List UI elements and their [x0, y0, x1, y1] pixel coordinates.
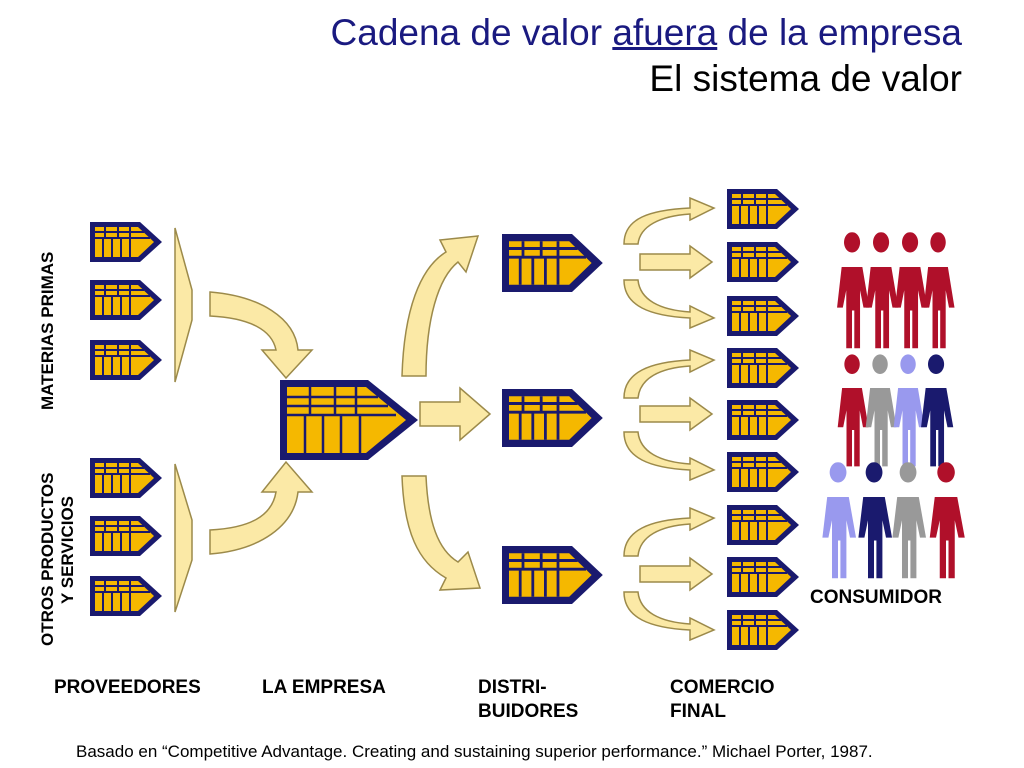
supplier-chain-5 — [89, 515, 163, 557]
label-distribuidores-line2: BUIDORES — [478, 701, 579, 722]
consumer-group-3 — [822, 462, 965, 579]
arrow-company-to-distributor-top — [401, 235, 480, 377]
retail-chain-9 — [726, 609, 800, 651]
retail-chain-7 — [726, 504, 800, 546]
retail-chain-6 — [726, 451, 800, 493]
label-consumidor: CONSUMIDOR — [810, 587, 942, 608]
supplier-chain-2 — [89, 279, 163, 321]
title-line-1: Cadena de valor afuera de la empresa — [331, 12, 962, 54]
supplier-brace-bottom — [174, 463, 193, 613]
label-la-empresa: LA EMPRESA — [262, 677, 386, 698]
retail-chain-3 — [726, 295, 800, 337]
title-underlined-word: afuera — [612, 12, 718, 53]
label-proveedores: PROVEEDORES — [54, 677, 201, 698]
retail-chain-8 — [726, 556, 800, 598]
retail-chain-4 — [726, 347, 800, 389]
title-post: de la empresa — [717, 12, 962, 53]
retail-chain-1 — [726, 188, 800, 230]
consumer-group-2 — [837, 354, 954, 467]
distributor-chain-3 — [500, 544, 605, 606]
distributor-chain-1 — [500, 232, 605, 294]
retail-arrows-mid — [623, 348, 716, 482]
label-comercio-line1: COMERCIO — [670, 677, 775, 698]
arrow-company-to-distributor-mid — [419, 386, 492, 442]
title-line-2: El sistema de valor — [649, 58, 962, 99]
arrow-suppliers-top-to-company — [209, 291, 314, 380]
supplier-brace-top — [174, 227, 193, 383]
label-comercio-line2: FINAL — [670, 701, 726, 722]
retail-arrows-top — [623, 196, 716, 330]
company-value-chain — [280, 380, 418, 460]
retail-chain-2 — [726, 241, 800, 283]
footnote: Basado en “Competitive Advantage. Creati… — [76, 742, 873, 761]
arrow-suppliers-bottom-to-company — [209, 460, 314, 555]
retail-chain-5 — [726, 399, 800, 441]
label-comercio-final: COMERCIO FINAL — [670, 676, 775, 724]
title-pre: Cadena de valor — [330, 12, 613, 53]
arrow-company-to-distributor-bottom — [401, 475, 482, 591]
supplier-chain-6 — [89, 575, 163, 617]
label-distribuidores-line1: DISTRI- — [478, 677, 547, 698]
distributor-chain-2 — [500, 387, 605, 449]
consumer-group-1 — [837, 232, 955, 349]
supplier-chain-4 — [89, 457, 163, 499]
retail-arrows-bottom — [623, 506, 716, 642]
supplier-chain-3 — [89, 339, 163, 381]
supplier-chain-1 — [89, 221, 163, 263]
label-distribuidores: DISTRI- BUIDORES — [478, 676, 578, 724]
